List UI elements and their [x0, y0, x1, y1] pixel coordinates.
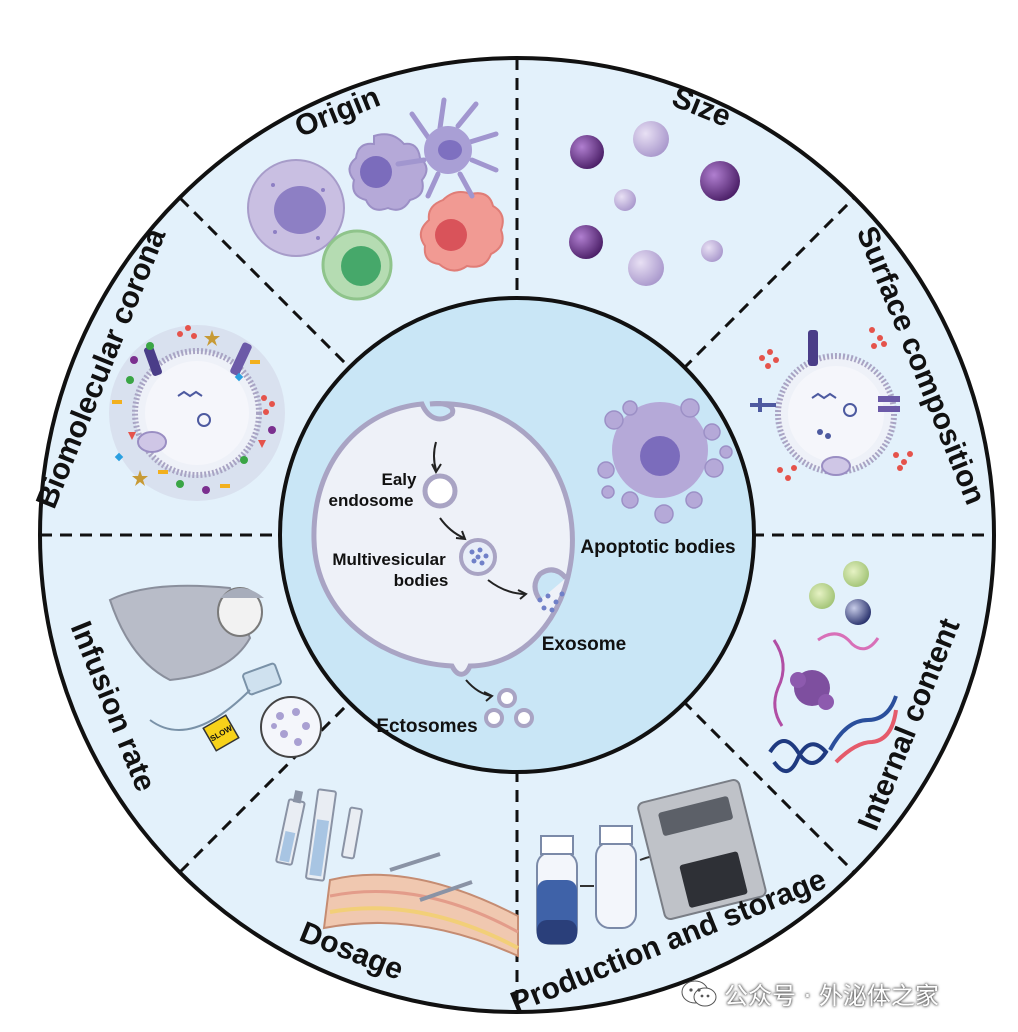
biomolecular-corona-vesicle — [109, 325, 285, 501]
label-ectosomes: Ectosomes — [376, 716, 477, 737]
apoptotic-body — [597, 398, 733, 524]
center-cell-illustration — [311, 398, 733, 728]
origin-cells — [247, 97, 504, 301]
label-multivesicular: Multivesicular — [332, 550, 446, 569]
label-exosome: Exosome — [542, 634, 626, 655]
dosage-syringes — [275, 788, 519, 958]
label-endosome: endosome — [328, 491, 413, 510]
label-ealy: Ealy — [382, 470, 418, 489]
size-particles — [569, 121, 740, 286]
watermark-text: 公众号 · 外泌体之家 — [724, 982, 939, 1010]
production-storage-equipment — [536, 778, 767, 945]
surface-composition-vesicle — [750, 327, 913, 481]
watermark: 公众号 · 外泌体之家 — [680, 976, 939, 1011]
label-bodies: bodies — [394, 571, 449, 590]
label-apoptotic-bodies: Apoptotic bodies — [580, 537, 735, 558]
infusion-rate-illustration: SLOW — [108, 584, 322, 758]
internal-content-molecules — [768, 561, 898, 773]
segment-dividers — [40, 58, 994, 1012]
wechat-icon — [680, 979, 718, 1009]
